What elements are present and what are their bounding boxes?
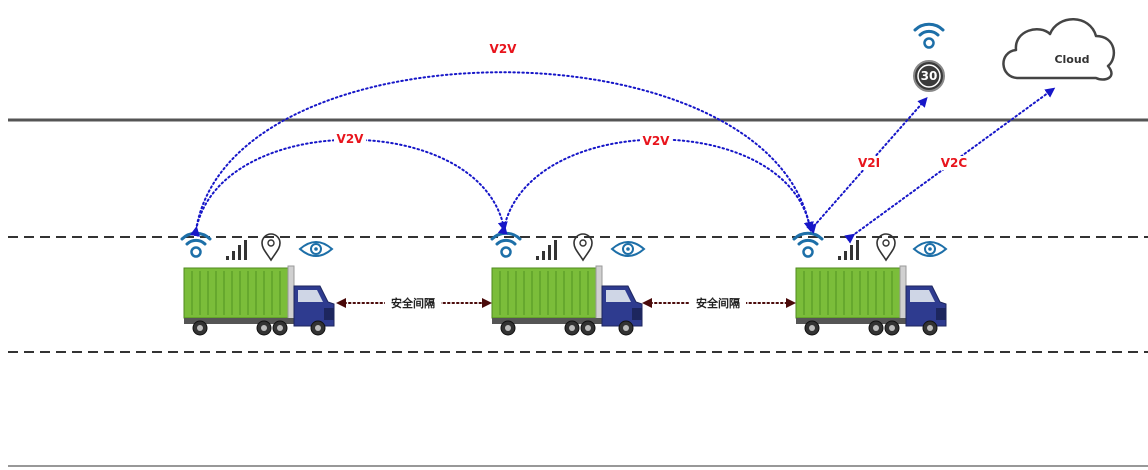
safety-gap-label-2: 安全间隔 bbox=[696, 296, 740, 310]
signal-bars-icon bbox=[226, 240, 247, 260]
truck-3 bbox=[795, 265, 947, 336]
v2i-label: V2I bbox=[858, 156, 880, 170]
eye-icon bbox=[299, 241, 333, 257]
v2v-label-right: V2V bbox=[643, 134, 671, 148]
v2v-link-long bbox=[190, 71, 814, 237]
v2v-link-left bbox=[189, 138, 508, 237]
cloud-label: Cloud bbox=[1054, 53, 1089, 66]
wifi-icon bbox=[180, 231, 212, 258]
signal-bars-icon bbox=[536, 240, 557, 260]
cloud-icon: Cloud bbox=[1002, 18, 1116, 81]
eye-icon bbox=[913, 241, 947, 257]
signal-bars-icon bbox=[838, 240, 859, 260]
truck-2 bbox=[491, 265, 643, 336]
speed-sign-value: 30 bbox=[921, 69, 938, 83]
v2v-link-right bbox=[497, 138, 814, 235]
wifi-icon bbox=[913, 22, 945, 49]
v2v-label-left: V2V bbox=[337, 132, 365, 146]
safety-gap-label-1: 安全间隔 bbox=[391, 296, 435, 310]
eye-icon bbox=[611, 241, 645, 257]
v2v-label-long: V2V bbox=[490, 42, 518, 56]
speed-limit-sign-icon: 30 bbox=[913, 60, 945, 92]
truck-1 bbox=[183, 265, 335, 336]
v2c-label: V2C bbox=[941, 156, 968, 170]
